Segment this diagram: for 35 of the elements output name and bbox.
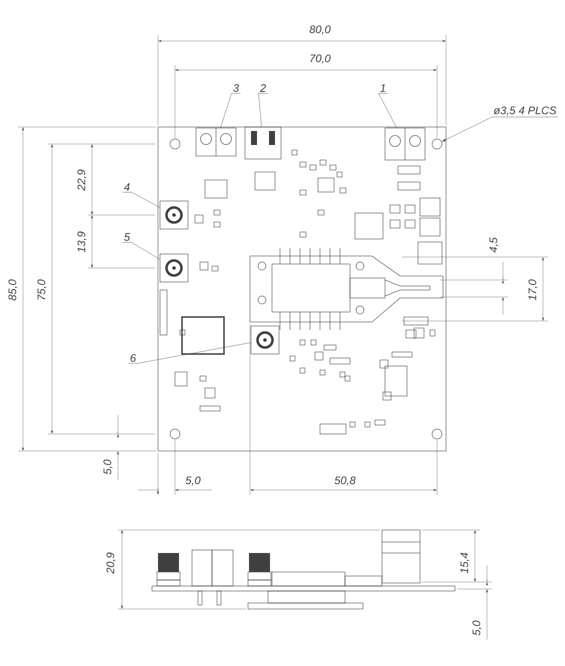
dimension-value: 5,0: [103, 459, 113, 474]
dimension-value: 80,0: [310, 25, 331, 35]
dimension-value: 50,8: [334, 476, 356, 486]
dimension-value: 5,0: [472, 620, 482, 636]
callout-number: ø3,5 4 PLCS: [494, 106, 556, 116]
leader-line: [122, 242, 160, 260]
mounting-hole: [432, 138, 442, 150]
dimension-value: 4,5: [490, 237, 498, 253]
dimension-value: 70,0: [310, 54, 331, 64]
callout-number: 1: [380, 84, 386, 92]
callout-number: 5: [124, 233, 130, 241]
dimension-value: 5,0: [186, 476, 201, 486]
dimension-value: 17,0: [528, 279, 538, 300]
terminal-block: [196, 128, 236, 156]
callout-number: 3: [233, 84, 239, 92]
dimension-value: 75,0: [37, 279, 47, 300]
leader-line: [220, 93, 241, 128]
leader-line: [122, 192, 160, 208]
dimension-value: 13,9: [77, 232, 87, 252]
coaxial-connector: [160, 254, 188, 282]
leader-line: [378, 93, 397, 128]
callout-number: 4: [124, 183, 130, 191]
dimension-value: 15,4: [460, 552, 470, 574]
leader-line: [442, 116, 558, 142]
terminal-block: [384, 128, 426, 160]
callout-number: 6: [130, 354, 136, 362]
leader-line: [128, 342, 251, 364]
usb-connector: [244, 126, 282, 160]
dimension-value: 22,9: [77, 170, 87, 191]
dimension-value: 85,0: [8, 279, 18, 300]
dimension-value: 20,9: [106, 552, 116, 574]
leader-line: [258, 93, 268, 127]
callout-number: 2: [260, 84, 266, 92]
coaxial-connector: [160, 200, 188, 230]
coaxial-connector: [250, 326, 280, 354]
